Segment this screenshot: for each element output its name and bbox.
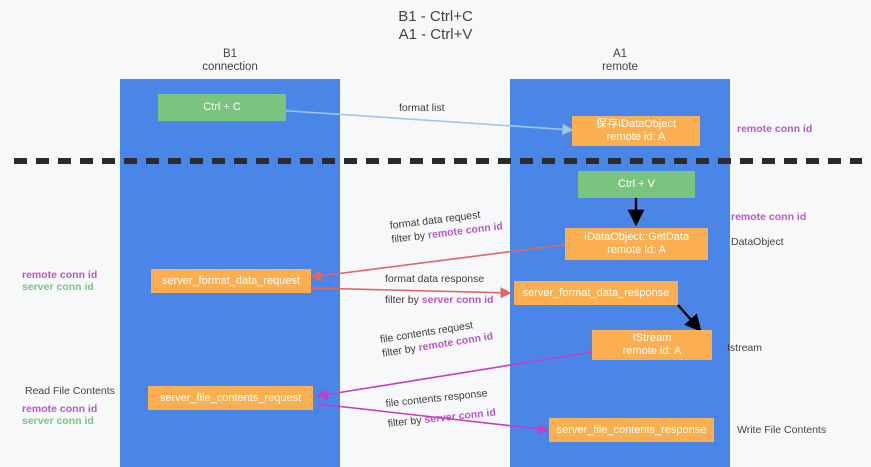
edge-label-format-data-response-line-2: filter by server conn id	[385, 293, 494, 307]
node-save-idataobject-line-2: remote id: A	[606, 131, 666, 143]
column-header-a1-name: A1	[612, 48, 628, 60]
node-ctrl-c-label: Ctrl + C	[203, 101, 241, 113]
column-header-a1: A1 remote	[510, 48, 730, 74]
node-istream-line-1: IStream	[632, 332, 672, 344]
column-header-b1: B1 connection	[120, 48, 340, 74]
node-ctrl-c[interactable]: Ctrl + C	[158, 94, 286, 121]
node-server-file-contents-response[interactable]: server_file_contents_response	[549, 418, 714, 442]
annotation-right-remote-conn-id-top: remote conn id	[737, 123, 813, 135]
edge-label-format-data-response-key: server conn id	[421, 294, 494, 306]
annotation-right-istream: Istream	[727, 342, 763, 354]
node-istream[interactable]: IStream remote id: A	[592, 330, 712, 360]
annotation-left-read-file-contents: Read File Contents	[25, 385, 115, 397]
column-header-b1-role: connection	[202, 61, 258, 73]
node-istream-line-2: remote id: A	[622, 345, 682, 357]
annotation-right-remote-conn-id-mid: remote conn id	[731, 211, 807, 223]
edge-label-format-list-text: format list	[399, 102, 445, 114]
edge-label-file-contents-response: file contents response filter by server …	[385, 386, 497, 431]
node-idataobject-getdata[interactable]: IDataObject::GetData remote id: A	[565, 228, 708, 260]
edge-label-file-contents-request: file contents request filter by remote c…	[379, 315, 494, 360]
node-idataobject-getdata-line-1: IDataObject::GetData	[583, 231, 690, 243]
annotation-left-server-conn-id: server conn id	[22, 281, 94, 293]
node-server-file-contents-request[interactable]: server_file_contents_request	[148, 386, 313, 410]
node-server-file-contents-response-label: server_file_contents_response	[556, 423, 707, 436]
annotation-right-dataobject: DataObject	[731, 236, 784, 248]
node-server-file-contents-request-label: server_file_contents_request	[159, 391, 302, 404]
node-ctrl-v[interactable]: Ctrl + V	[578, 171, 695, 198]
edge-label-format-data-request: format data request filter by remote con…	[389, 205, 504, 246]
annotation-right-write-file-contents: Write File Contents	[737, 424, 827, 436]
diagram-title-line-1: B1 - Ctrl+C	[398, 8, 473, 25]
node-server-format-data-response[interactable]: server_format_data_response	[514, 281, 678, 305]
edge-label-format-data-response-line-1: format data response	[385, 273, 485, 285]
edge-label-format-data-request-prefix: filter by	[390, 229, 429, 246]
edge-label-file-contents-response-prefix: filter by	[387, 414, 426, 430]
edge-label-format-data-response: format data response filter by server co…	[385, 272, 494, 307]
diagram-title-line-2: A1 - Ctrl+V	[398, 26, 473, 43]
annotation-left-remote-conn-id-2: remote conn id	[22, 403, 98, 415]
diagram-title: B1 - Ctrl+C A1 - Ctrl+V	[0, 8, 871, 44]
node-idataobject-getdata-line-2: remote id: A	[607, 244, 666, 256]
node-server-format-data-request[interactable]: server_format_data_request	[151, 269, 311, 293]
node-save-idataobject-line-1: 保存IDataObject	[595, 118, 677, 130]
annotation-left-remote-conn-id: remote conn id	[22, 269, 98, 281]
edge-label-file-contents-response-line-2: filter by server conn id	[387, 406, 496, 431]
edge-label-file-contents-response-key: server conn id	[423, 406, 497, 426]
node-server-format-data-response-label: server_format_data_response	[522, 286, 670, 299]
annotation-left-server-conn-id-2: server conn id	[22, 415, 94, 427]
edge-label-format-list: format list	[399, 101, 445, 115]
node-ctrl-v-label: Ctrl + V	[618, 178, 655, 190]
column-header-a1-role: remote	[602, 61, 638, 73]
edge-label-format-data-response-prefix: filter by	[385, 294, 422, 306]
node-save-idataobject[interactable]: 保存IDataObject remote id: A	[572, 116, 700, 146]
node-server-format-data-request-label: server_format_data_request	[161, 274, 301, 287]
column-header-b1-name: B1	[222, 48, 238, 60]
